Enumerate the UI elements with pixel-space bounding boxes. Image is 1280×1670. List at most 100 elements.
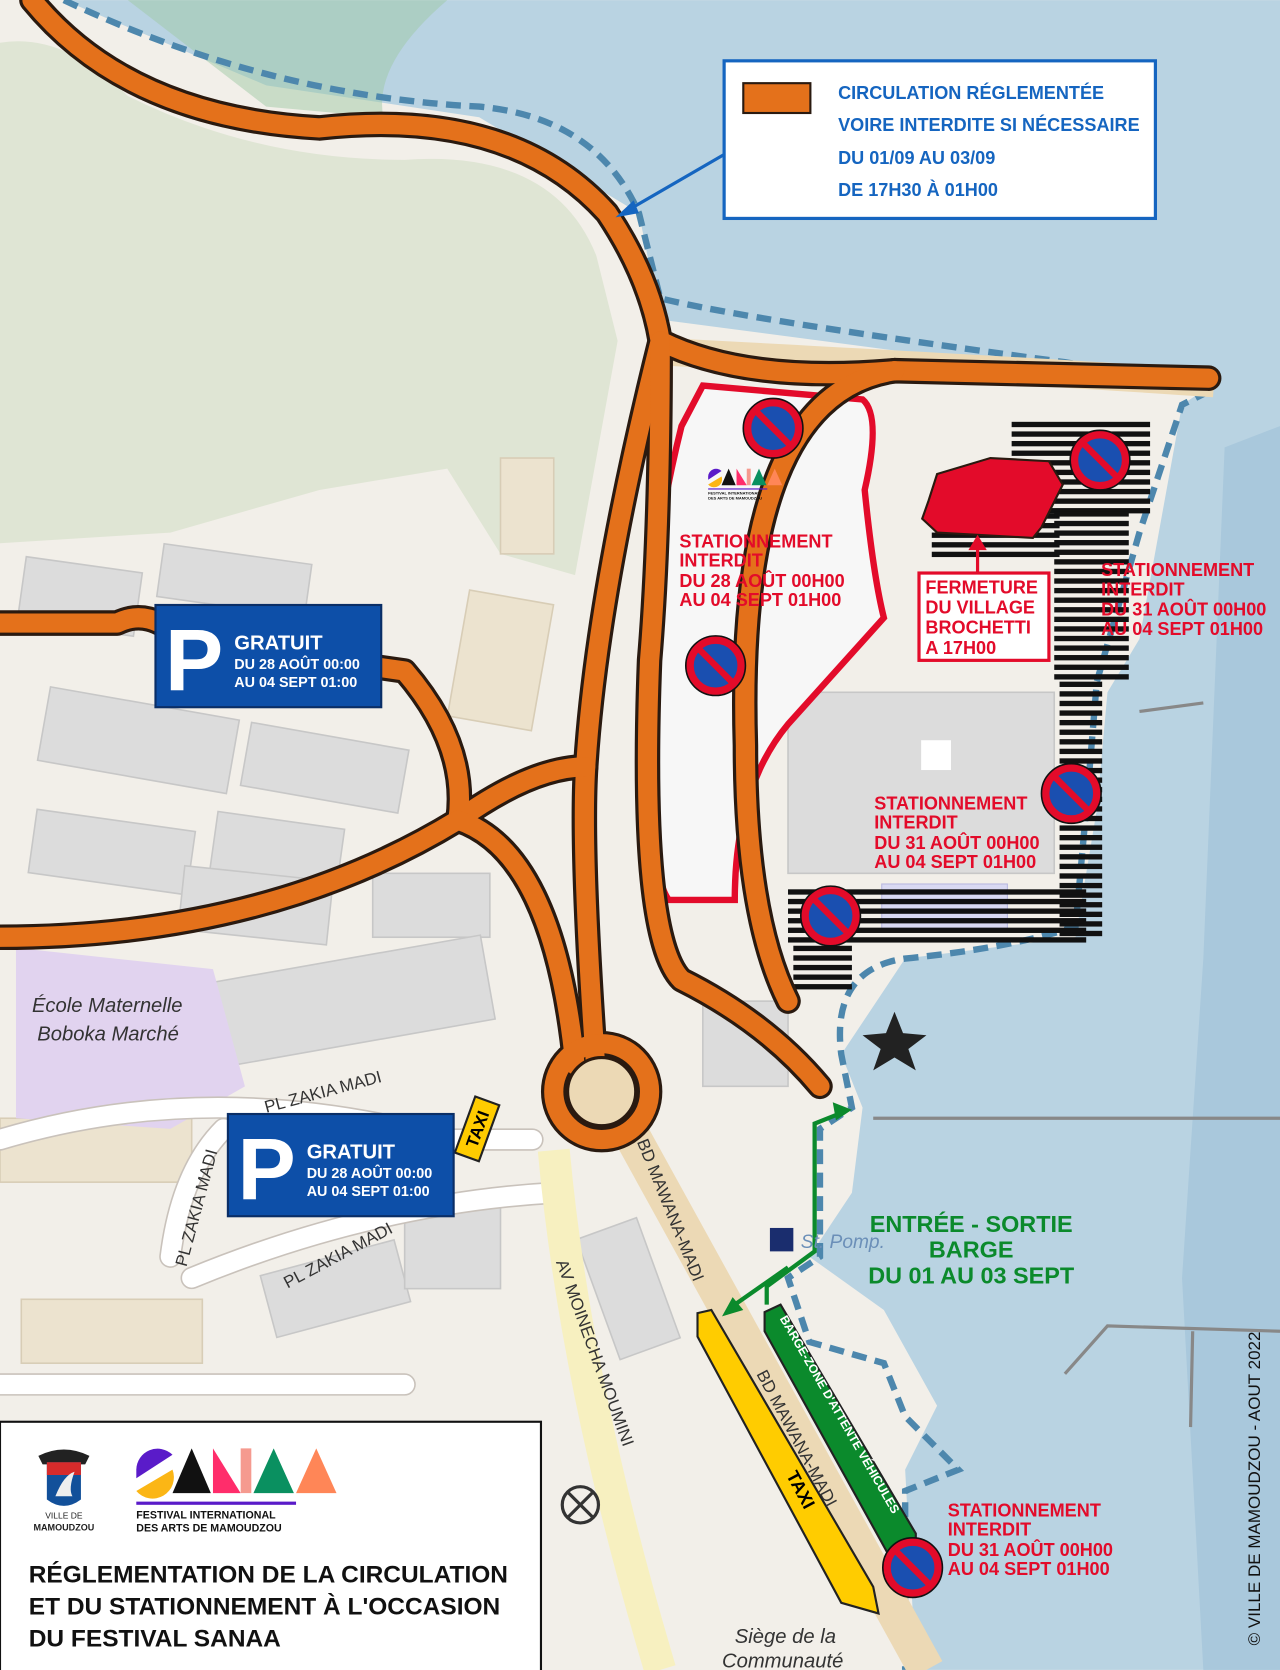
hatch-stripe: [1059, 729, 1103, 735]
hatch-stripe: [1054, 674, 1129, 680]
hatch-stripe: [1059, 739, 1103, 745]
hatch-stripe: [1059, 681, 1103, 687]
siege-label-2: Communauté: [722, 1651, 843, 1670]
svg-text:RÉGLEMENTATION DE LA CIRCULATI: RÉGLEMENTATION DE LA CIRCULATION: [29, 1561, 508, 1589]
svg-text:DU VILLAGE: DU VILLAGE: [925, 598, 1035, 618]
parking-line2: AU 04 SEPT 01:00: [307, 1184, 430, 1200]
pier: [873, 701, 1280, 1428]
buildings: [0, 457, 1056, 1364]
svg-text:DES ARTS DE MAMOUDZOU: DES ARTS DE MAMOUDZOU: [136, 1522, 282, 1534]
legend-line-2: VOIRE INTERDITE SI NÉCESSAIRE: [838, 114, 1140, 135]
no-parking-icon: [800, 885, 862, 947]
svg-text:STATIONNEMENT: STATIONNEMENT: [874, 793, 1027, 813]
svg-text:AU 04 SEPT 01H00: AU 04 SEPT 01H00: [948, 1559, 1110, 1579]
fuel-station-label: St. Pomp.: [801, 1232, 885, 1253]
svg-text:DU 01 AU 03 SEPT: DU 01 AU 03 SEPT: [868, 1262, 1075, 1288]
parking-line1: DU 28 AOÛT 00:00: [234, 655, 360, 673]
legend-swatch: [742, 82, 812, 115]
legend-line-3: DU 01/09 AU 03/09: [838, 148, 995, 168]
hatch-stripe: [1059, 854, 1103, 860]
coast-island: [127, 0, 448, 118]
svg-text:MAMOUDZOU: MAMOUDZOU: [33, 1522, 94, 1532]
hatch-stripe: [1054, 607, 1129, 613]
parking-title: GRATUIT: [234, 633, 323, 655]
hatch-stripe: [1059, 835, 1103, 841]
legend-arrow-icon: [615, 200, 639, 218]
no-parking-icon: [1069, 429, 1131, 491]
hatch-stripe: [793, 964, 852, 971]
legend-line-1: CIRCULATION RÉGLEMENTÉE: [838, 82, 1104, 103]
svg-text:BROCHETTI: BROCHETTI: [925, 618, 1031, 638]
hatch-stripe: [793, 974, 852, 980]
hatch-stripe: [931, 551, 1060, 558]
hatch-stripe: [1059, 930, 1103, 937]
svg-text:BARGE: BARGE: [929, 1237, 1014, 1263]
hatch-stripe: [1011, 431, 1151, 437]
fuel-station-icon: [769, 1227, 794, 1252]
no-parking-icon: [742, 397, 804, 459]
svg-text:STATIONNEMENT: STATIONNEMENT: [1101, 560, 1254, 580]
school-label-2: Boboka Marché: [37, 1024, 179, 1046]
free-parking-sign-2[interactable]: P GRATUIT DU 28 AOÛT 00:00 AU 04 SEPT 01…: [226, 1112, 455, 1218]
hatch-stripe: [788, 898, 1087, 905]
hatch-stripe: [1054, 597, 1129, 603]
hatch-stripe: [1011, 498, 1151, 504]
title-panel: VILLE DE MAMOUDZOU FESTIVAL INTERNATIONA…: [0, 1420, 543, 1670]
hatch-stripe: [1054, 616, 1129, 623]
legend: CIRCULATION RÉGLEMENTÉE VOIRE INTERDITE …: [615, 59, 1158, 221]
forest-area: [0, 41, 618, 576]
hatch-stripe: [1059, 700, 1103, 707]
no-parking-label-1: STATIONNEMENT INTERDIT DU 28 AOÛT 00H00 …: [679, 531, 844, 610]
hatch-stripe: [1054, 626, 1129, 632]
no-parking-icon: [881, 1537, 944, 1599]
svg-text:DU 31 AOÛT 00H00: DU 31 AOÛT 00H00: [1101, 599, 1266, 620]
water: [63, 0, 1280, 1670]
hatch-stripe: [1059, 691, 1103, 697]
hatch-stripe: [1059, 882, 1103, 889]
svg-text:STATIONNEMENT: STATIONNEMENT: [679, 531, 832, 551]
svg-text:ET DU STATIONNEMENT À L'OCCASI: ET DU STATIONNEMENT À L'OCCASION: [29, 1593, 500, 1621]
svg-text:A 17H00: A 17H00: [925, 638, 996, 658]
svg-text:INTERDIT: INTERDIT: [1101, 579, 1184, 599]
hatch-stripe: [1059, 825, 1103, 831]
svg-text:DU 31 AOÛT 00H00: DU 31 AOÛT 00H00: [948, 1539, 1113, 1560]
svg-text:AU 04 SEPT 01H00: AU 04 SEPT 01H00: [679, 590, 841, 610]
svg-text:FESTIVAL INTERNATIONAL: FESTIVAL INTERNATIONAL: [708, 491, 760, 496]
svg-text:DES ARTS DE MAMOUDZOU: DES ARTS DE MAMOUDZOU: [708, 495, 762, 500]
parking-icon: P: [237, 1120, 295, 1218]
siege-label-1: Siège de la: [735, 1626, 836, 1648]
parking-line2: AU 04 SEPT 01:00: [234, 675, 357, 691]
school-label-1: École Maternelle: [32, 994, 183, 1017]
parking-title: GRATUIT: [307, 1142, 396, 1164]
barge-entry-exit-label: ENTRÉE - SORTIE BARGE DU 01 AU 03 SEPT: [868, 1210, 1075, 1288]
restricted-roads[interactable]: [0, 0, 1222, 1153]
star-monument-icon: [862, 1011, 927, 1071]
taxi-sign: TAXI: [453, 1095, 501, 1163]
svg-text:DU FESTIVAL SANAA: DU FESTIVAL SANAA: [29, 1625, 281, 1652]
svg-text:STATIONNEMENT: STATIONNEMENT: [948, 1501, 1101, 1521]
hatch-stripe: [1054, 645, 1129, 651]
taxi-zone[interactable]: [696, 1308, 880, 1615]
svg-text:AU 04 SEPT 01H00: AU 04 SEPT 01H00: [874, 852, 1036, 872]
hatch-stripe: [1054, 549, 1129, 555]
hatch-stripe: [1054, 530, 1129, 536]
no-parking-icon: [684, 635, 747, 697]
hatch-stripe: [793, 955, 852, 961]
hatch-stripe: [1054, 540, 1129, 546]
hatch-stripe: [1054, 587, 1129, 594]
hatch-stripe: [788, 889, 1087, 895]
hatch-stripe: [1059, 902, 1103, 908]
parking-line1: DU 28 AOÛT 00:00: [307, 1164, 433, 1182]
hatch-stripe: [788, 918, 1087, 924]
copyright: © VILLE DE MAMOUDZOU - AOUT 2022: [1245, 1332, 1264, 1646]
free-parking-sign-1[interactable]: P GRATUIT DU 28 AOÛT 00:00 AU 04 SEPT 01…: [154, 603, 383, 709]
hatch-stripe: [1054, 520, 1129, 527]
village-brochetti[interactable]: [920, 456, 1064, 539]
hatch-stripe: [788, 927, 1087, 933]
svg-text:FERMETURE: FERMETURE: [925, 577, 1038, 597]
page-title: RÉGLEMENTATION DE LA CIRCULATION ET DU S…: [29, 1561, 508, 1653]
hatch-stripe: [1011, 508, 1151, 514]
hatch-stripe: [1054, 655, 1129, 661]
